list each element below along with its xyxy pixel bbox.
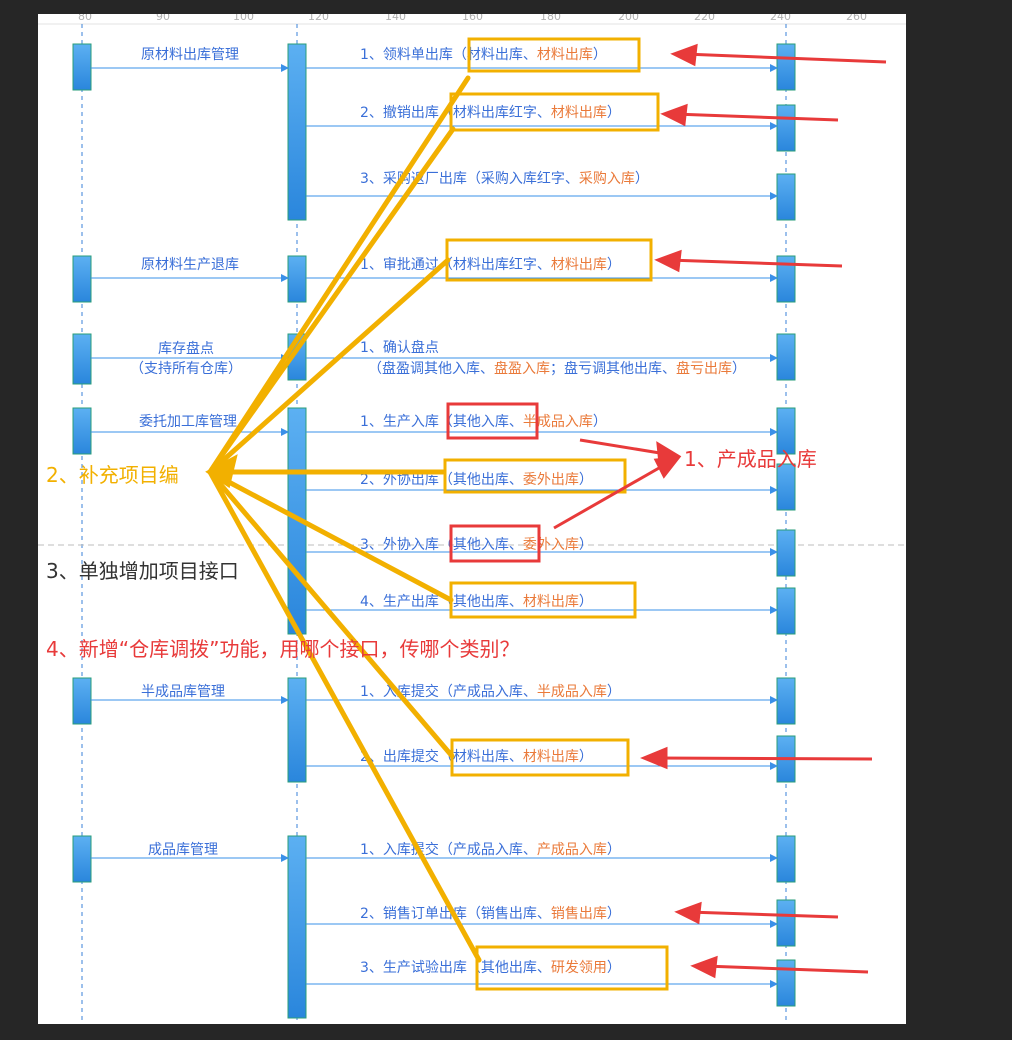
- group-label: 原材料生产退库: [141, 257, 239, 273]
- ruler-tick-label: 140: [385, 14, 406, 23]
- bar-left-g1: [72, 43, 92, 91]
- orange-pointer-lines: [205, 75, 482, 963]
- orange-box: [475, 945, 669, 991]
- message: 2、外协出库（其他出库、委外出库）: [360, 472, 593, 488]
- bar-right-13: [776, 899, 796, 947]
- message-texts: 1、领料单出库（材料出库、材料出库） 2、撤销出库（材料出库红字、材料出库） 3…: [360, 47, 746, 976]
- ruler-tick-label: 120: [308, 14, 329, 23]
- red-box: [449, 524, 541, 563]
- bar-right-9: [776, 587, 796, 635]
- bar-right-5: [776, 333, 796, 381]
- bar-left-g2: [72, 255, 92, 303]
- orange-box: [467, 37, 641, 73]
- ruler-tick-label: 90: [156, 14, 170, 23]
- bar-mid-g2: [287, 255, 307, 303]
- message: 1、确认盘点: [360, 339, 439, 356]
- ruler-tick-label: 160: [462, 14, 483, 23]
- message: 2、撤销出库（材料出库红字、材料出库）: [360, 105, 621, 121]
- message: 4、生产出库（其他出库、材料出库）: [360, 594, 593, 610]
- bar-right-1: [776, 43, 796, 91]
- annotation-1: 1、产成品入库: [684, 447, 817, 471]
- bar-left-g3: [72, 333, 92, 385]
- group-label: 半成品库管理: [141, 684, 225, 700]
- bar-right-3: [776, 173, 796, 221]
- group-label-sub: （支持所有仓库）: [130, 361, 242, 377]
- bar-mid-g6: [287, 835, 307, 1019]
- ruler-tick-label: 200: [618, 14, 639, 23]
- bar-mid-g1: [287, 43, 307, 221]
- message-line2: （盘盈调其他入库、盘盈入库；盘亏调其他出库、盘亏出库）: [368, 360, 746, 377]
- ruler-tick-label: 100: [233, 14, 254, 23]
- bar-right-12: [776, 835, 796, 883]
- ruler-tick-label: 80: [78, 14, 92, 23]
- ruler-tick-label: 240: [770, 14, 791, 23]
- red-pointer-arrows: [553, 43, 887, 979]
- message: 3、生产试验出库（其他出库、研发领用）: [360, 960, 621, 976]
- group-label: 原材料出库管理: [141, 47, 239, 63]
- red-box: [446, 402, 539, 440]
- bar-left-g4: [72, 407, 92, 455]
- message: 2、出库提交（材料出库、材料出库）: [360, 748, 593, 765]
- highlight-boxes: [443, 37, 669, 991]
- message: 3、外协入库（其他入库、委外入库）: [360, 537, 593, 553]
- ruler-tick-label: 180: [540, 14, 561, 23]
- bar-left-g6: [72, 835, 92, 883]
- message: 2、销售订单出库（销售出库、销售出库）: [360, 906, 621, 922]
- group-label: 成品库管理: [148, 842, 218, 858]
- group-calls: 原材料出库管理 原材料生产退库 库存盘点 （支持所有仓库） 委托加工库管理 半成…: [91, 47, 289, 862]
- bar-right-8: [776, 529, 796, 577]
- message: 1、领料单出库（材料出库、材料出库）: [360, 47, 607, 63]
- sequence-diagram: 80 90 100 120 140 160 180 200 220 240 260: [38, 14, 906, 1024]
- bar-mid-g5: [287, 677, 307, 783]
- annotation-2: 2、补充项目编: [46, 463, 179, 487]
- orange-box: [443, 458, 627, 494]
- bar-right-2: [776, 104, 796, 152]
- group-label: 委托加工库管理: [139, 414, 237, 430]
- annotation-3: 3、单独增加项目接口: [46, 559, 239, 583]
- bar-right-10: [776, 677, 796, 725]
- annotation-4: 4、新增“仓库调拨”功能，用哪个接口，传哪个类别？: [46, 637, 519, 661]
- bar-right-14: [776, 959, 796, 1007]
- group-label: 库存盘点: [158, 340, 214, 357]
- diagram-canvas: 80 90 100 120 140 160 180 200 220 240 260: [38, 14, 906, 1024]
- ruler-tick-label: 220: [694, 14, 715, 23]
- message: 1、审批通过（材料出库红字、材料出库）: [360, 257, 621, 273]
- message: 1、入库提交（产成品入库、半成品入库）: [360, 683, 621, 700]
- activation-bars: [72, 43, 796, 1019]
- ruler-tick-label: 260: [846, 14, 867, 23]
- bar-left-g5: [72, 677, 92, 725]
- message-arrows: [306, 64, 778, 988]
- message: 1、生产入库（其他入库、半成品入库）: [360, 414, 607, 430]
- annotations: 1、产成品入库 2、补充项目编 3、单独增加项目接口 4、新增“仓库调拨”功能，…: [46, 447, 817, 661]
- orange-box: [449, 92, 660, 132]
- ruler: 80 90 100 120 140 160 180 200 220 240 260: [38, 14, 906, 25]
- message: 1、入库提交（产成品入库、产成品入库）: [360, 841, 621, 858]
